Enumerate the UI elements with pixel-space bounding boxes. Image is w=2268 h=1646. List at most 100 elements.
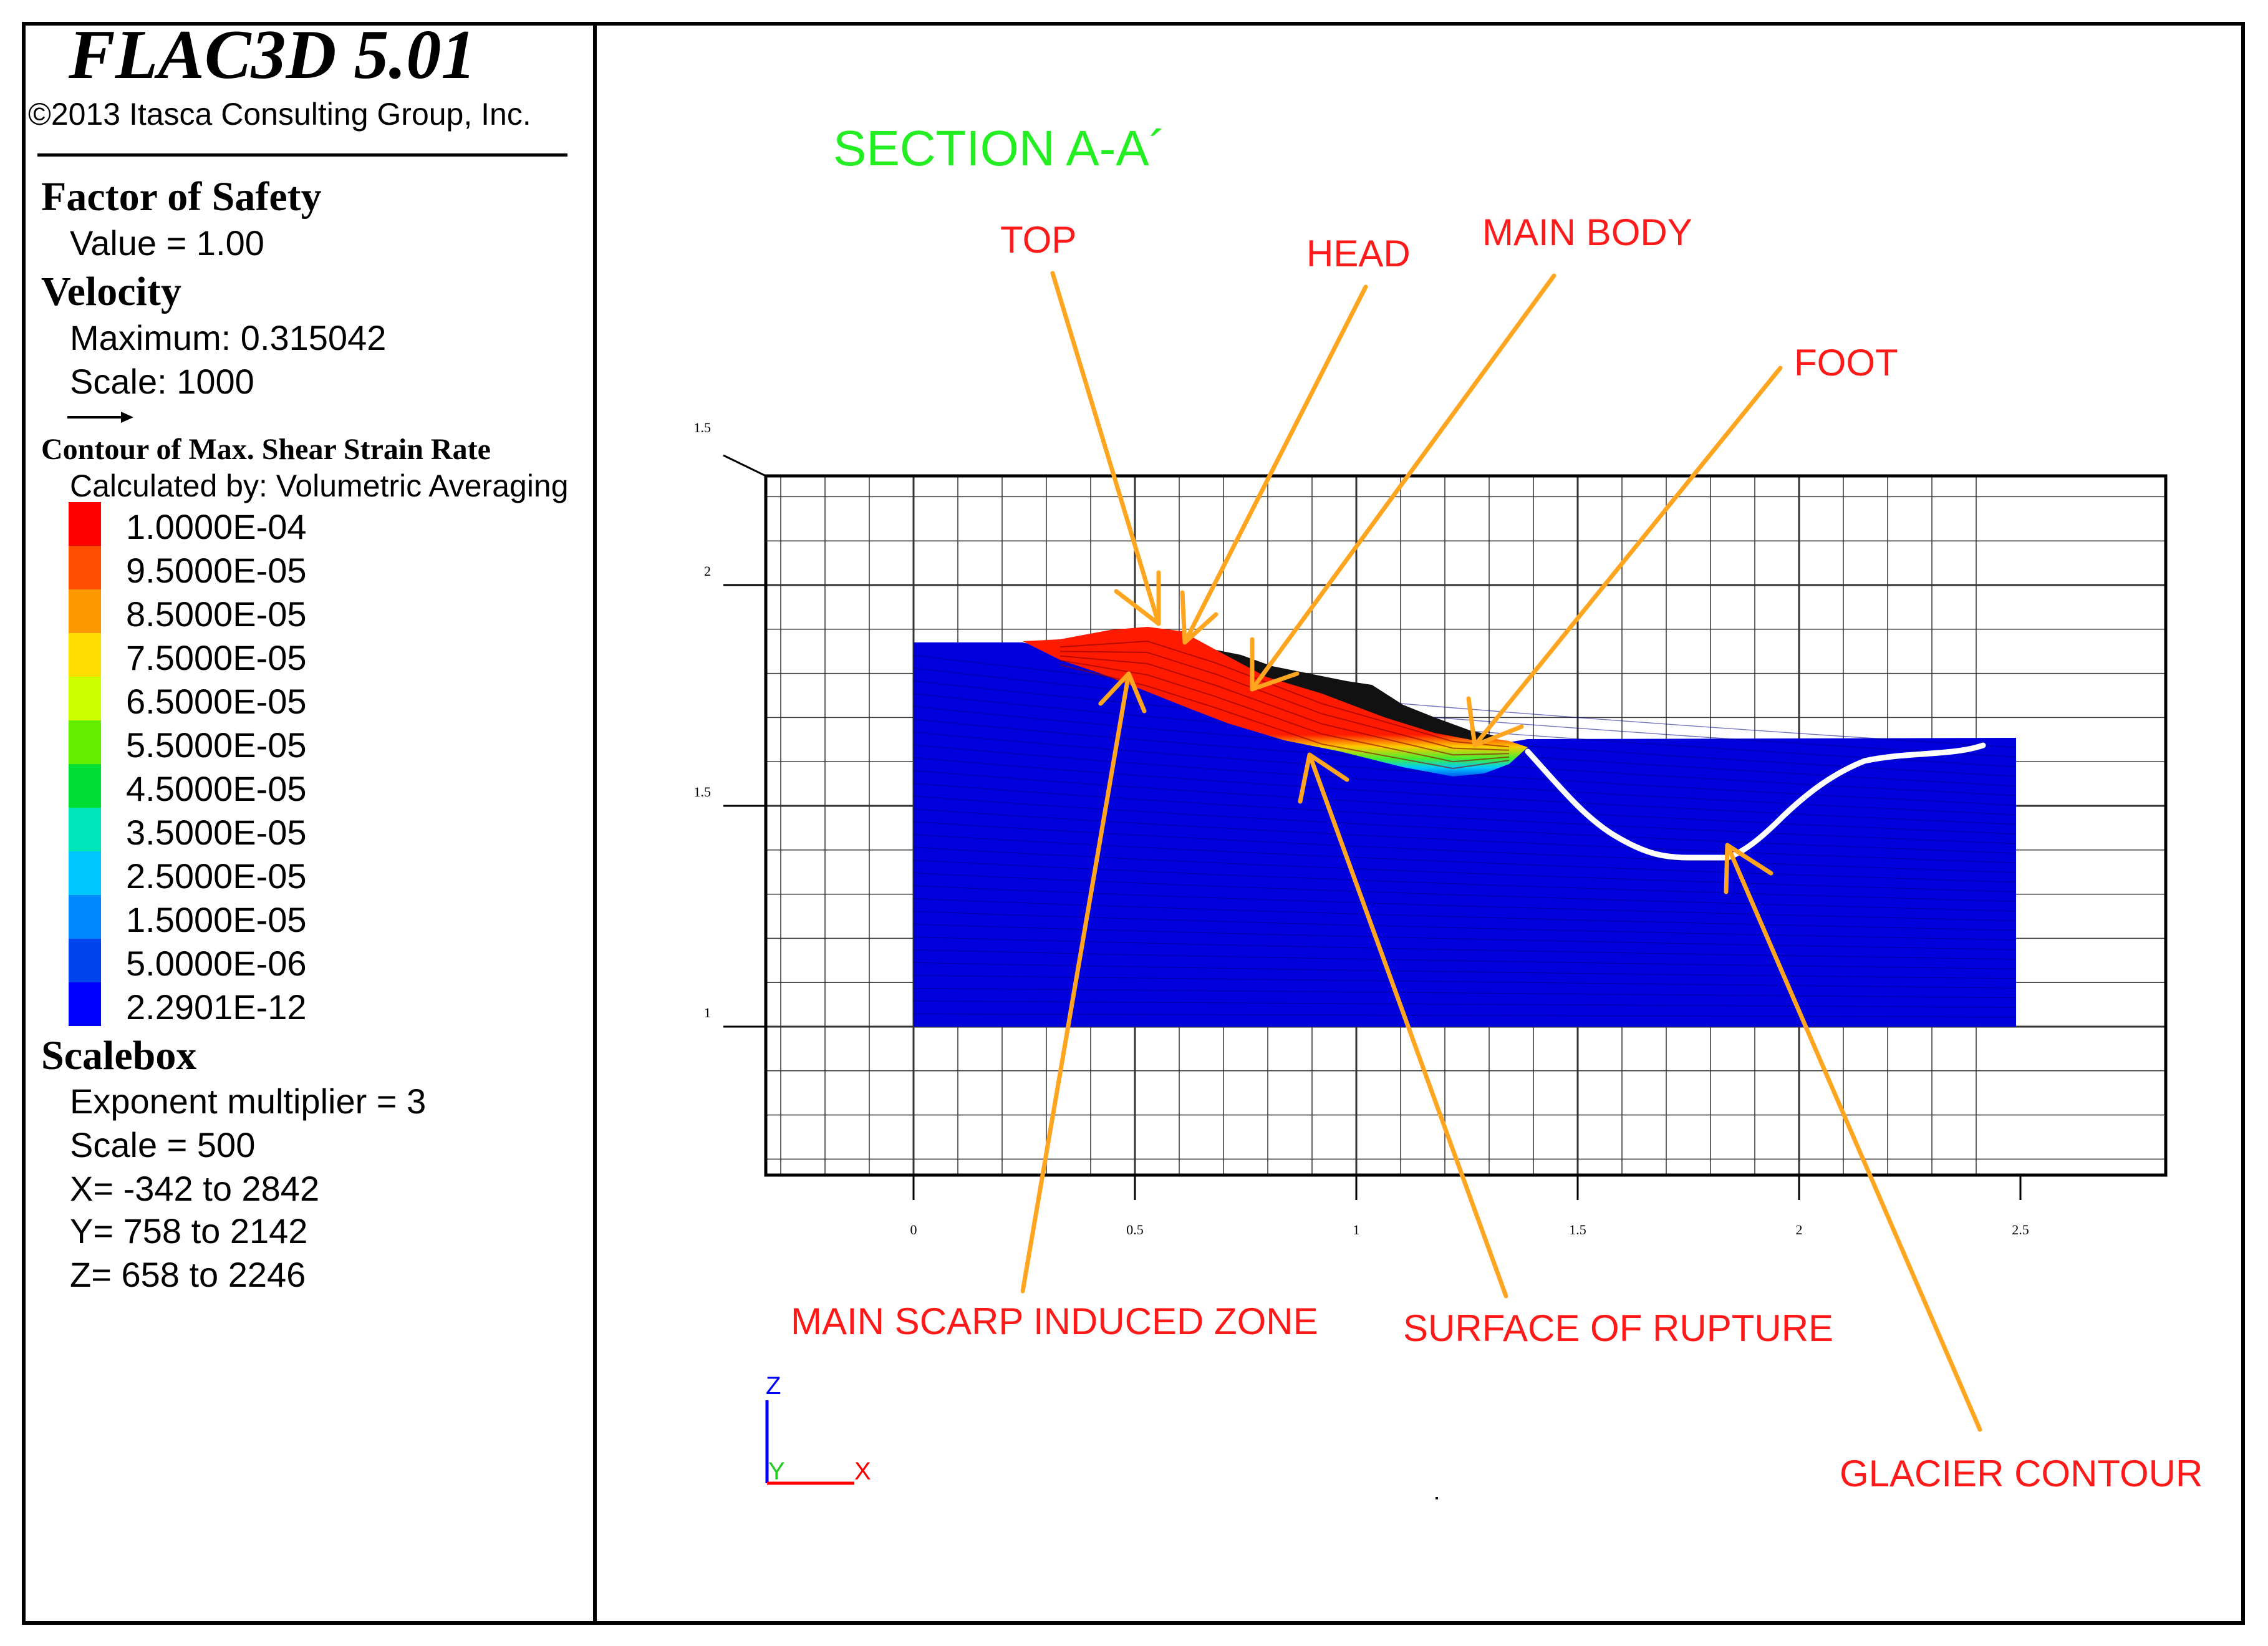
- legend-swatch: [69, 764, 101, 808]
- velocity-arrow-icon: [67, 412, 133, 423]
- z-range: Z= 658 to 2246: [70, 1255, 306, 1294]
- copyright: ©2013 Itasca Consulting Group, Inc.: [28, 97, 531, 132]
- x-tick-label: 0: [910, 1222, 917, 1237]
- mesh-line: [913, 936, 2017, 960]
- scale-value: Scale = 500: [70, 1125, 256, 1164]
- glacier-contour: [1525, 742, 1986, 861]
- mesh-line: [913, 859, 2017, 903]
- mesh-line: [913, 834, 2017, 883]
- legend-swatch: [69, 939, 101, 982]
- legend-swatch: [69, 589, 101, 633]
- mesh-line: [913, 1013, 2017, 1018]
- legend-level: 7.5000E-05: [126, 638, 307, 677]
- mesh-line: [913, 872, 2017, 912]
- legend-swatch: [69, 633, 101, 677]
- legend-level: 4.5000E-05: [126, 769, 307, 808]
- section-title: SECTION A-A´: [833, 120, 1165, 176]
- legend-rule: [37, 153, 567, 157]
- y-tick-label: 1.5: [694, 420, 712, 435]
- label-glacier-contour: GLACIER CONTOUR: [1840, 1453, 2203, 1494]
- mesh-line: [913, 770, 2017, 835]
- mesh-line: [913, 757, 2017, 825]
- mesh-line: [913, 821, 2017, 873]
- legend-level: 8.5000E-05: [126, 594, 307, 634]
- y-tick-label: 2: [704, 563, 711, 579]
- mesh-line: [913, 808, 2017, 864]
- label-foot: FOOT: [1794, 342, 1898, 384]
- annotation-arrows: [1020, 271, 1982, 1432]
- legend-swatch: [69, 502, 101, 546]
- arrow-foot: [1466, 366, 1783, 748]
- label-main-body: MAIN BODY: [1482, 211, 1692, 253]
- arrow-main-body: [1250, 273, 1556, 692]
- stray-dot: [1436, 1497, 1438, 1499]
- legend-level: 9.5000E-05: [126, 551, 307, 590]
- arrow-main-scarp: [1020, 671, 1147, 1294]
- legend-swatch: [69, 982, 101, 1026]
- arrow-top: [1050, 271, 1161, 626]
- legend-level: 5.5000E-05: [126, 725, 307, 765]
- axis-triad: Z Y X: [765, 1372, 871, 1485]
- scalebox-heading: Scalebox: [41, 1033, 197, 1078]
- mesh-line: [913, 846, 2017, 893]
- legend-swatch: [69, 851, 101, 895]
- y-tick-label: 1.5: [694, 784, 712, 800]
- fos-heading: Factor of Safety: [41, 174, 322, 220]
- slide-layer-line: [1059, 659, 1510, 763]
- legend-level: 1.0000E-04: [126, 507, 307, 546]
- x-range: X= -342 to 2842: [70, 1169, 320, 1208]
- velocity-scale: Scale: 1000: [70, 362, 254, 401]
- mesh-line: [913, 911, 2017, 941]
- velocity-max: Maximum: 0.315042: [70, 318, 387, 357]
- fos-value: Value = 1.00: [70, 223, 264, 263]
- figure-frame: [22, 22, 2245, 1625]
- legend-level: 1.5000E-05: [126, 900, 307, 939]
- x-tick-label: 2.5: [2012, 1222, 2029, 1237]
- x-tick-label: 1.5: [1569, 1222, 1586, 1237]
- mesh-line: [913, 898, 2017, 931]
- axis-x-label: X: [854, 1458, 871, 1485]
- legend-swatch: [69, 808, 101, 851]
- legend-swatch: [69, 677, 101, 720]
- mesh-line: [913, 795, 2017, 854]
- legend-swatch: [69, 720, 101, 764]
- app-title: FLAC3D 5.01: [69, 16, 476, 94]
- x-tick-label: 2: [1796, 1222, 1803, 1237]
- arrow-surface-rupture: [1298, 752, 1508, 1299]
- label-head: HEAD: [1306, 233, 1411, 274]
- legend-level: 6.5000E-05: [126, 682, 307, 721]
- x-tick-label: 1: [1353, 1222, 1360, 1237]
- mesh-line: [913, 744, 2017, 816]
- y-tick-label: 1: [704, 1005, 711, 1020]
- y-range: Y= 758 to 2142: [70, 1211, 308, 1251]
- legend-level: 3.5000E-05: [126, 813, 307, 852]
- mesh-line: [913, 783, 2017, 845]
- axis-z-label: Z: [766, 1372, 781, 1400]
- contour-method: Calculated by: Volumetric Averaging: [70, 468, 569, 503]
- axis-y-label: Y: [768, 1458, 785, 1485]
- y-tick: [723, 454, 766, 477]
- legend-level: 2.5000E-05: [126, 856, 307, 896]
- legend-swatch: [69, 546, 101, 589]
- legend-swatch: [69, 895, 101, 939]
- slide-layer-line: [1059, 655, 1510, 756]
- legend-level: 5.0000E-06: [126, 944, 307, 983]
- arrow-glacier: [1724, 843, 1982, 1432]
- arrow-head: [1180, 284, 1368, 645]
- mesh-line: [913, 885, 2017, 921]
- model-mesh: [914, 642, 2016, 1027]
- velocity-heading: Velocity: [41, 269, 181, 314]
- label-top: TOP: [1000, 219, 1076, 261]
- x-tick-label: 0.5: [1126, 1222, 1144, 1237]
- mesh-line: [913, 924, 2017, 951]
- exponent-multiplier: Exponent multiplier = 3: [70, 1082, 427, 1121]
- slide-layer-line: [1059, 651, 1510, 751]
- legend-level: 2.2901E-12: [126, 987, 307, 1027]
- label-main-scarp: MAIN SCARP INDUCED ZONE: [791, 1300, 1318, 1342]
- contour-heading: Contour of Max. Shear Strain Rate: [41, 433, 491, 466]
- grid-border: [764, 474, 2168, 1177]
- legend-divider: [593, 22, 597, 1625]
- mesh-line: [913, 949, 2017, 970]
- label-surface-rupture: SURFACE OF RUPTURE: [1403, 1307, 1833, 1349]
